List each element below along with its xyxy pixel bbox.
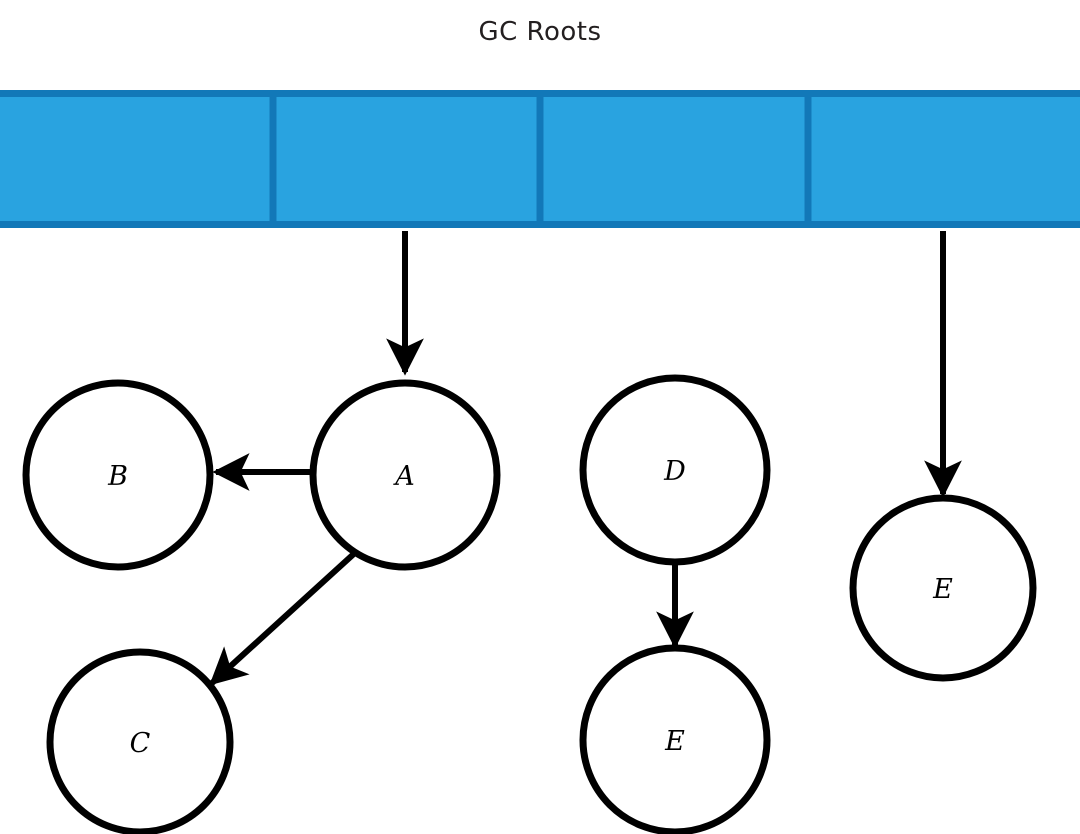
node-c[interactable]: C (46, 648, 234, 834)
node-d-label: D (663, 456, 686, 487)
node-b[interactable]: B (22, 379, 214, 571)
node-a-circle[interactable] (309, 379, 501, 571)
node-e-right[interactable]: E (849, 494, 1037, 682)
edge-a-to-c (209, 548, 360, 686)
node-e-middle-circle[interactable] (579, 644, 771, 834)
node-e-middle-label: E (664, 726, 685, 757)
root-slot-4[interactable] (804, 90, 1080, 228)
node-e-right-circle[interactable] (849, 494, 1037, 682)
node-e-right-label: E (932, 574, 953, 605)
gc-roots-bar (0, 90, 1080, 228)
page-title: GC Roots (478, 17, 601, 47)
node-d-circle[interactable] (579, 374, 771, 566)
root-slot-1[interactable] (0, 90, 277, 228)
node-c-circle[interactable] (46, 648, 234, 834)
node-b-label: B (107, 461, 128, 492)
root-slot-3[interactable] (536, 90, 812, 228)
node-a-label: A (392, 461, 415, 492)
node-c-label: C (130, 728, 151, 759)
root-slot-2[interactable] (269, 90, 544, 228)
node-e-middle[interactable]: E (579, 644, 771, 834)
node-a[interactable]: A (309, 379, 501, 571)
node-d[interactable]: D (579, 374, 771, 566)
node-b-circle[interactable] (22, 379, 214, 571)
